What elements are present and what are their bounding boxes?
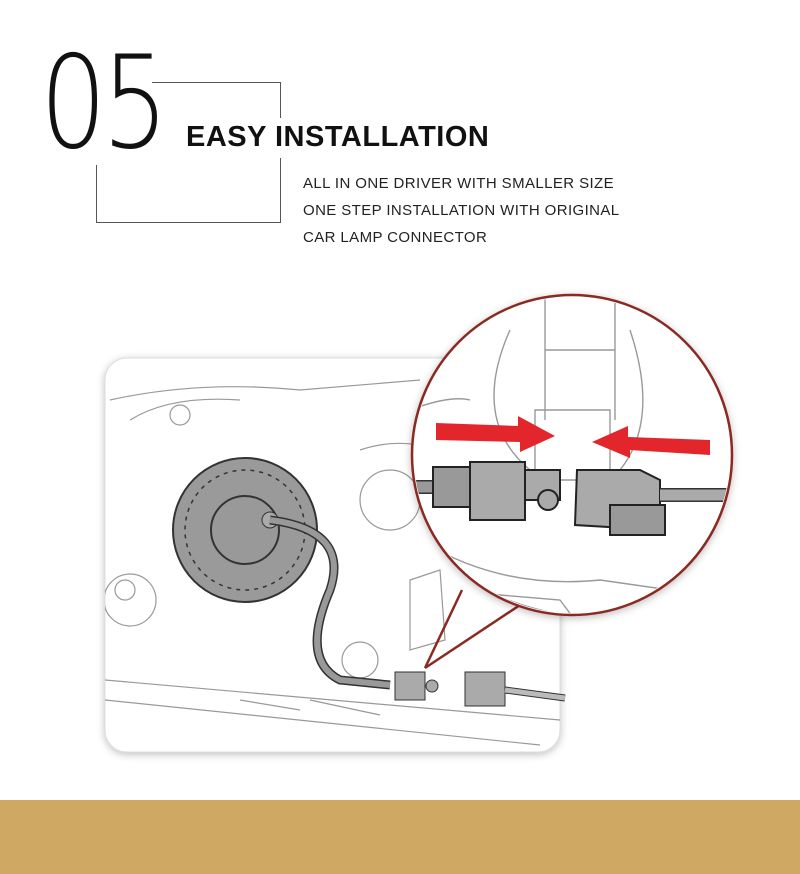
- arrow-left-icon: [592, 426, 710, 458]
- magnifier-pointer: [423, 589, 521, 670]
- plug-small: [394, 671, 426, 701]
- description-line: ONE STEP INSTALLATION WITH ORIGINAL: [303, 202, 620, 219]
- section-number: 05: [40, 29, 169, 178]
- installation-illustration: [104, 293, 734, 753]
- led-bulb-fan-icon: [172, 457, 318, 603]
- frame-line: [96, 165, 97, 222]
- socket-small: [464, 671, 506, 707]
- section-title: EASY INSTALLATION: [186, 121, 490, 153]
- description: ALL IN ONE DRIVER WITH SMALLER SIZE ONE …: [303, 170, 620, 251]
- frame-line: [152, 82, 280, 83]
- footer-band: [0, 800, 800, 874]
- description-line: CAR LAMP CONNECTOR: [303, 229, 488, 246]
- title-backdrop: [180, 118, 510, 158]
- description-line: ALL IN ONE DRIVER WITH SMALLER SIZE: [303, 175, 615, 192]
- magnifier-circle: [410, 293, 734, 617]
- arrow-right-icon: [436, 416, 555, 452]
- bulb-plug: [432, 466, 474, 508]
- frame-line: [96, 222, 281, 223]
